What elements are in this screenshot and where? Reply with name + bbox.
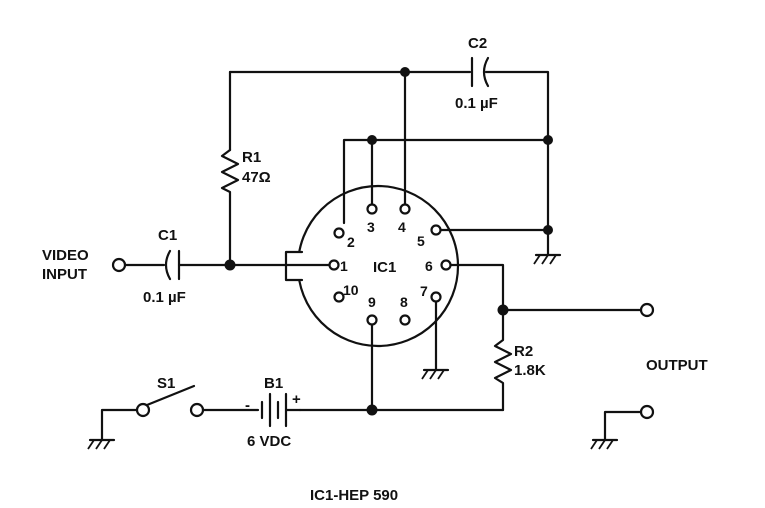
b1-plus: +	[292, 391, 301, 408]
c1-label: C1	[158, 227, 177, 244]
c2-label: C2	[468, 35, 487, 52]
top-bus	[228, 70, 550, 152]
output-label: OUTPUT	[646, 357, 708, 374]
ic-pins	[328, 203, 452, 326]
video-input-terminal	[111, 257, 127, 273]
bottom-bus	[298, 404, 505, 416]
battery-b1: B1 - + 6 VDC	[245, 375, 302, 450]
ic1-label: IC1	[373, 259, 396, 276]
video-input: VIDEO INPUT	[42, 247, 127, 283]
capacitor-c1: C1 0.1 µF	[123, 227, 288, 306]
footer-caption: IC1-HEP 590	[310, 487, 398, 504]
r1-label: R1	[242, 149, 261, 166]
b1-minus: -	[245, 397, 250, 414]
capacitor-c2: C2 0.1 µF	[455, 35, 498, 112]
pin5-ground	[438, 225, 562, 265]
video-input-label-line2: INPUT	[42, 266, 87, 283]
pin6-output-network	[449, 263, 655, 318]
pin-10-number: 10	[343, 282, 359, 298]
resistor-r2: R2 1.8K	[493, 308, 546, 412]
pin-9-number: 9	[368, 294, 376, 310]
pin-7-number: 7	[420, 283, 428, 299]
b1-value: 6 VDC	[247, 433, 291, 450]
resistor-r1: R1 47Ω	[220, 148, 271, 267]
pin2-pin3-bus	[342, 135, 553, 232]
pin7-ground	[421, 300, 450, 380]
switch-s1: S1	[87, 375, 260, 450]
r2-label: R2	[514, 343, 533, 360]
c2-value: 0.1 µF	[455, 95, 498, 112]
c1-value: 0.1 µF	[143, 289, 186, 306]
s1-label: S1	[157, 375, 175, 392]
junction-dot	[400, 67, 410, 77]
output-terminal-signal	[639, 302, 655, 318]
b1-label: B1	[264, 375, 283, 392]
pin-5-number: 5	[417, 233, 425, 249]
pin-3-number: 3	[367, 219, 375, 235]
output-ground	[590, 404, 655, 450]
pin-1-number: 1	[340, 258, 348, 274]
video-input-label-line1: VIDEO	[42, 247, 89, 264]
pin-6-number: 6	[425, 258, 433, 274]
r2-value: 1.8K	[514, 362, 546, 379]
output-terminal-ground	[639, 404, 655, 420]
pin-8-number: 8	[400, 294, 408, 310]
pin-4-number: 4	[398, 219, 406, 235]
ic-pin-numbers: 1 2 3 4 5 6 7 8 9 10	[340, 219, 433, 310]
r1-value: 47Ω	[242, 169, 271, 186]
pin-2-number: 2	[347, 234, 355, 250]
